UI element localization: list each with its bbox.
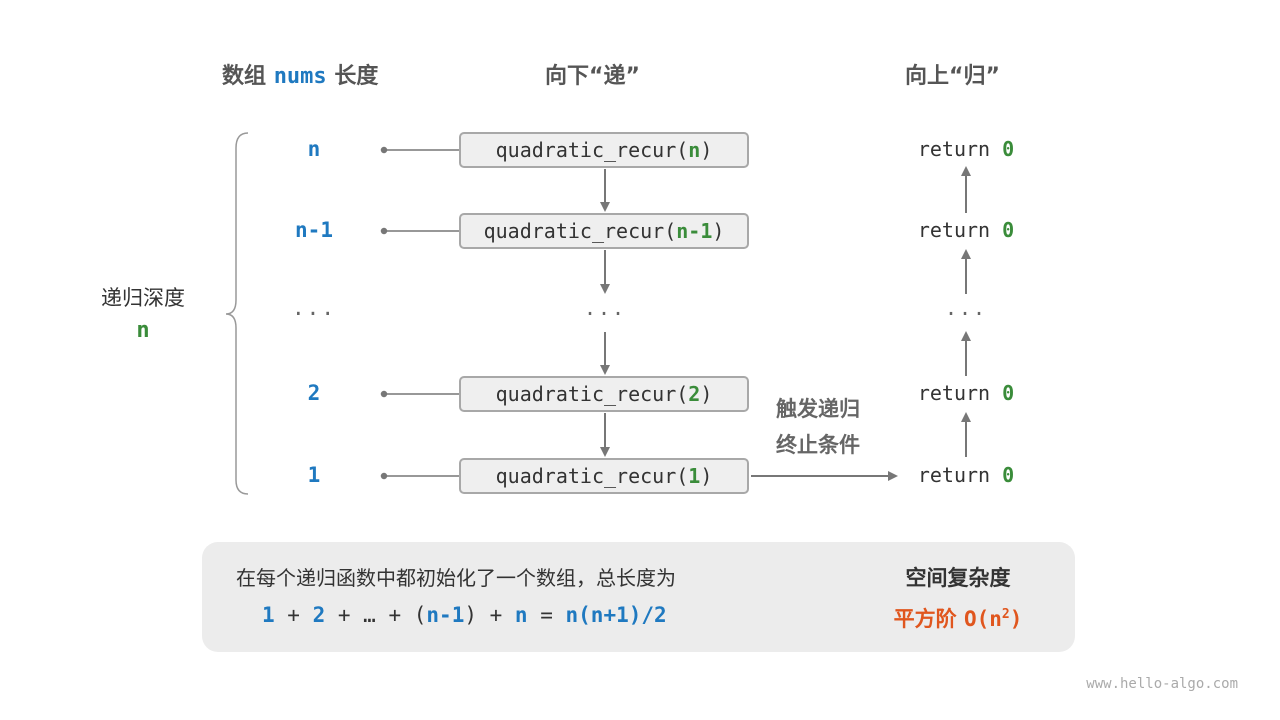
return-statement: return 0: [906, 463, 1026, 487]
header-array-length: 数组 nums 长度: [222, 58, 378, 90]
call-box: quadratic_recur(n-1): [459, 213, 749, 249]
complexity-title: 空间复杂度: [905, 566, 1011, 590]
depth-label: 递归深度: [101, 286, 185, 310]
call-arg: 2: [688, 382, 701, 406]
summary-panel: [202, 542, 1075, 652]
call-fn: quadratic_recur(: [483, 219, 677, 243]
return-statement: return 0: [906, 218, 1026, 242]
length-value: 1: [307, 463, 321, 487]
return-value: 0: [1002, 218, 1015, 242]
complexity-notation: O(n: [963, 607, 1002, 631]
length-ellipsis: ...: [292, 296, 336, 320]
depth-brace: [225, 132, 249, 495]
return-keyword: return: [917, 218, 991, 242]
return-keyword: return: [917, 463, 991, 487]
return-ellipsis: ...: [944, 296, 988, 320]
complexity-value: 平方阶 O(n2): [858, 603, 1058, 633]
formula-op: ) +: [464, 603, 515, 627]
length-connectors: [380, 146, 459, 480]
formula-result: n(n+1)/2: [565, 603, 667, 627]
length-value: 2: [307, 381, 321, 405]
return-value: 0: [1002, 381, 1015, 405]
call-arg: n: [688, 138, 701, 162]
return-value: 0: [1002, 463, 1015, 487]
call-box: quadratic_recur(2): [459, 376, 749, 412]
call-close: ): [700, 382, 713, 406]
return-value: 0: [1002, 137, 1015, 161]
footer-watermark: www.hello-algo.com: [1086, 676, 1238, 692]
formula-term: 1: [262, 603, 275, 627]
return-keyword: return: [917, 381, 991, 405]
call-box: quadratic_recur(1): [459, 458, 749, 494]
call-close: ): [700, 464, 713, 488]
complexity-close: ): [1009, 607, 1023, 631]
header-recurse-down: 向下“递”: [545, 64, 640, 89]
complexity-exponent: 2: [1001, 607, 1010, 622]
formula-op: =: [527, 603, 566, 627]
formula-term: n-1: [426, 603, 465, 627]
call-arg: n-1: [676, 219, 713, 243]
return-keyword: return: [917, 137, 991, 161]
formula-op: +: [274, 603, 313, 627]
call-fn: quadratic_recur(: [495, 464, 689, 488]
return-statement: return 0: [906, 137, 1026, 161]
depth-n: n: [136, 318, 150, 343]
call-close: ): [700, 138, 713, 162]
formula-term: 2: [312, 603, 326, 627]
return-statement: return 0: [906, 381, 1026, 405]
header-array-label: 数组: [222, 64, 267, 89]
call-box: quadratic_recur(n): [459, 132, 749, 168]
summary-formula: 1 + 2 + … + (n-1) + n = n(n+1)/2: [262, 603, 667, 627]
summary-description: 在每个递归函数中都初始化了一个数组，总长度为: [236, 566, 676, 590]
header-nums-keyword: nums: [273, 64, 327, 89]
call-close: ): [712, 219, 725, 243]
length-value: n-1: [295, 218, 333, 242]
length-value: n: [307, 137, 321, 161]
call-ellipsis: ...: [583, 296, 627, 320]
formula-term: n: [514, 603, 528, 627]
trigger-label-line1: 触发递归: [776, 397, 860, 421]
header-length-label: 长度: [334, 64, 379, 89]
call-fn: quadratic_recur(: [495, 382, 689, 406]
header-return-up: 向上“归”: [905, 64, 1000, 89]
complexity-label: 平方阶: [893, 607, 957, 631]
call-arg: 1: [688, 464, 701, 488]
call-fn: quadratic_recur(: [495, 138, 689, 162]
formula-op: + … + (: [325, 603, 427, 627]
trigger-label-line2: 终止条件: [776, 433, 860, 457]
